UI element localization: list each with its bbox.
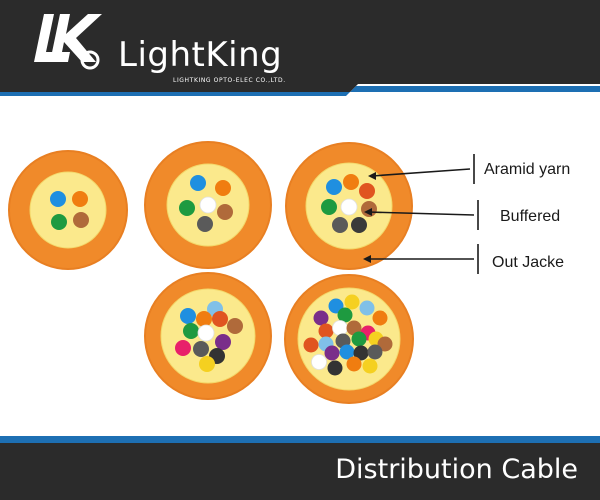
buffered-fiber [351,217,367,233]
buffered-fiber [327,360,343,376]
cable-6-fiber [144,141,272,269]
cable-24-fiber [284,274,414,404]
cable-cross-section-diagram: Aramid yarn Buffered Out Jacke [8,141,570,404]
buffered-fiber [50,191,66,207]
aramid-yarn-layer [29,171,107,249]
buffered-fiber [303,337,319,353]
buffered-fiber [199,196,217,214]
buffered-fiber [179,200,195,216]
buffered-fiber [175,340,191,356]
buffered-fiber [72,191,88,207]
buffered-fiber [353,345,369,361]
buffered-fiber [367,344,383,360]
brand-name: LightKing [118,35,283,75]
buffered-fiber [73,212,89,228]
buffered-fiber [344,294,360,310]
buffered-fiber [199,356,215,372]
buffered-fiber [215,180,231,196]
label-out-jacket: Out Jacke [492,254,564,271]
buffered-fiber [351,331,367,347]
buffered-arrowhead [364,208,372,216]
buffered-fiber [324,345,340,361]
buffered-leader-line [367,211,475,216]
buffered-fiber [193,341,209,357]
buffered-fiber [215,334,231,350]
cable-4-fiber [8,150,128,270]
buffered-fiber [332,320,348,336]
cable-12-fiber [144,272,272,400]
buffered-fiber [377,336,393,352]
cable-8-fiber [285,142,413,270]
lk-monogram-icon [34,14,102,70]
buffered-fiber [227,318,243,334]
buffered-fiber [372,310,388,326]
stripe-dark [0,84,358,92]
buffered-fiber [339,344,355,360]
footer-stripe [0,436,600,443]
buffered-fiber [197,216,213,232]
buffered-fiber [326,179,342,195]
leader-arrows [363,172,376,263]
brand-tagline: LIGHTKING OPTO-ELEC CO.,LTD. [173,77,286,84]
buffered-fiber [311,354,327,370]
buffered-fiber [321,199,337,215]
header-stripe [0,84,600,102]
buffered-fiber [318,323,334,339]
buffered-fiber [346,356,362,372]
header: LightKing LIGHTKING OPTO-ELEC CO.,LTD. [0,0,600,102]
aramid-leader-line [371,168,471,177]
jacket-arrowhead [363,255,371,263]
buffered-fiber [197,324,215,342]
stripe-blue [0,86,600,96]
buffered-fiber [359,183,375,199]
buffered-fiber [337,307,353,323]
buffered-fiber [196,311,212,327]
footer-background [0,443,600,500]
label-buffered: Buffered [500,208,560,225]
aramid-arrowhead [368,172,376,180]
buffered-fiber [180,308,196,324]
buffered-fiber [313,310,329,326]
label-aramid-yarn: Aramid yarn [484,161,570,178]
buffered-fiber [212,311,228,327]
buffered-fiber [359,300,375,316]
buffered-fiber [361,201,377,217]
buffered-fiber [217,204,233,220]
cables-layer [8,141,414,404]
leader-lines [367,154,479,274]
buffered-fiber [343,174,359,190]
buffered-fiber [51,214,67,230]
buffered-fiber [183,323,199,339]
buffered-fiber [362,358,378,374]
footer-title: Distribution Cable [335,454,578,485]
buffered-fiber [340,198,358,216]
buffered-fiber [332,217,348,233]
buffered-fiber [190,175,206,191]
footer [0,436,600,500]
